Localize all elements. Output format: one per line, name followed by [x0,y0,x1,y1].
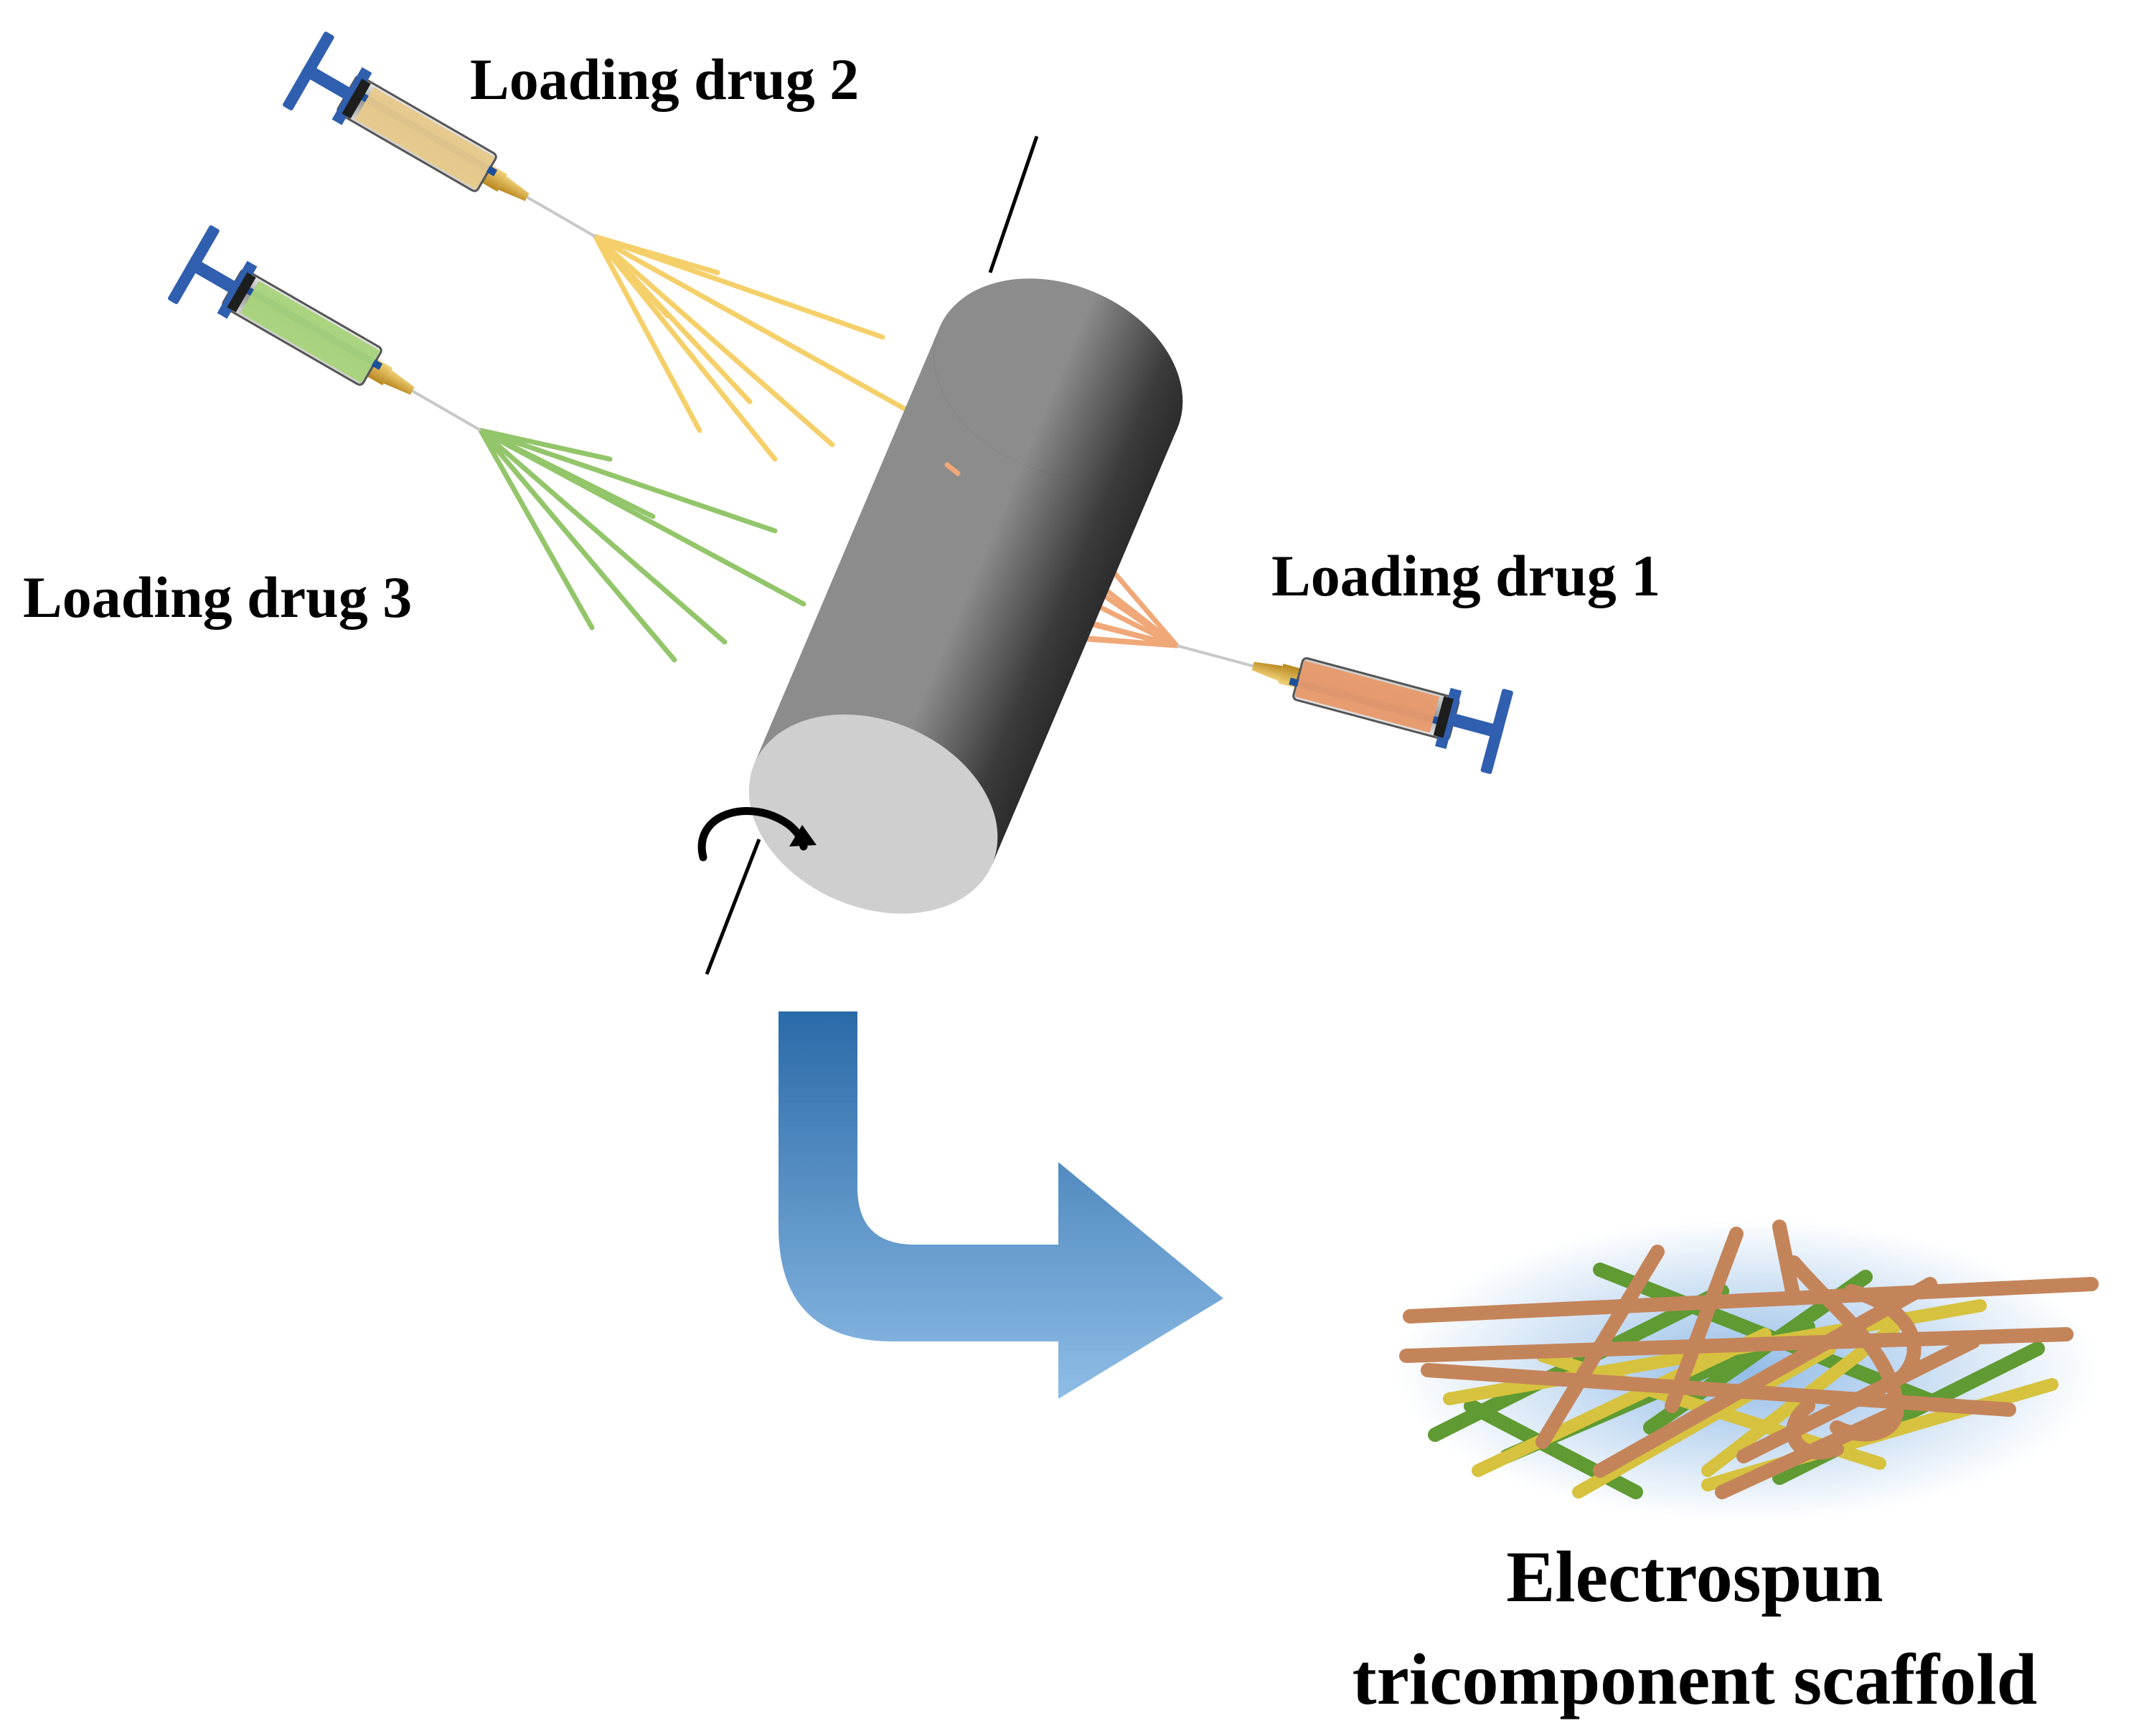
collector-drum [748,278,1183,914]
drum-axle-top [988,136,1039,273]
syringe-drug3-icon [165,223,504,469]
label-drug1: Loading drug 1 [1271,543,1660,608]
label-drug2: Loading drug 2 [470,47,859,112]
drug3-fiber-spray [478,428,806,663]
drug2-fiber-spray [593,234,914,462]
label-scaffold-line1: Electrospun [1506,1537,1883,1618]
label-drug3: Loading drug 3 [23,565,412,630]
drug1-fibers-on-drum [944,462,961,476]
process-arrow-icon [778,1011,1223,1399]
label-scaffold-line2: tricomponent scaffold [1353,1639,2038,1720]
fiber-mat-icon [1396,1220,2099,1521]
drum-axle-bottom [705,839,761,975]
syringe-drug1-icon [1164,603,1515,776]
syringe-drug2-icon [280,29,618,275]
drum-end-face [748,714,998,914]
rotation-arrow-icon [697,807,817,862]
